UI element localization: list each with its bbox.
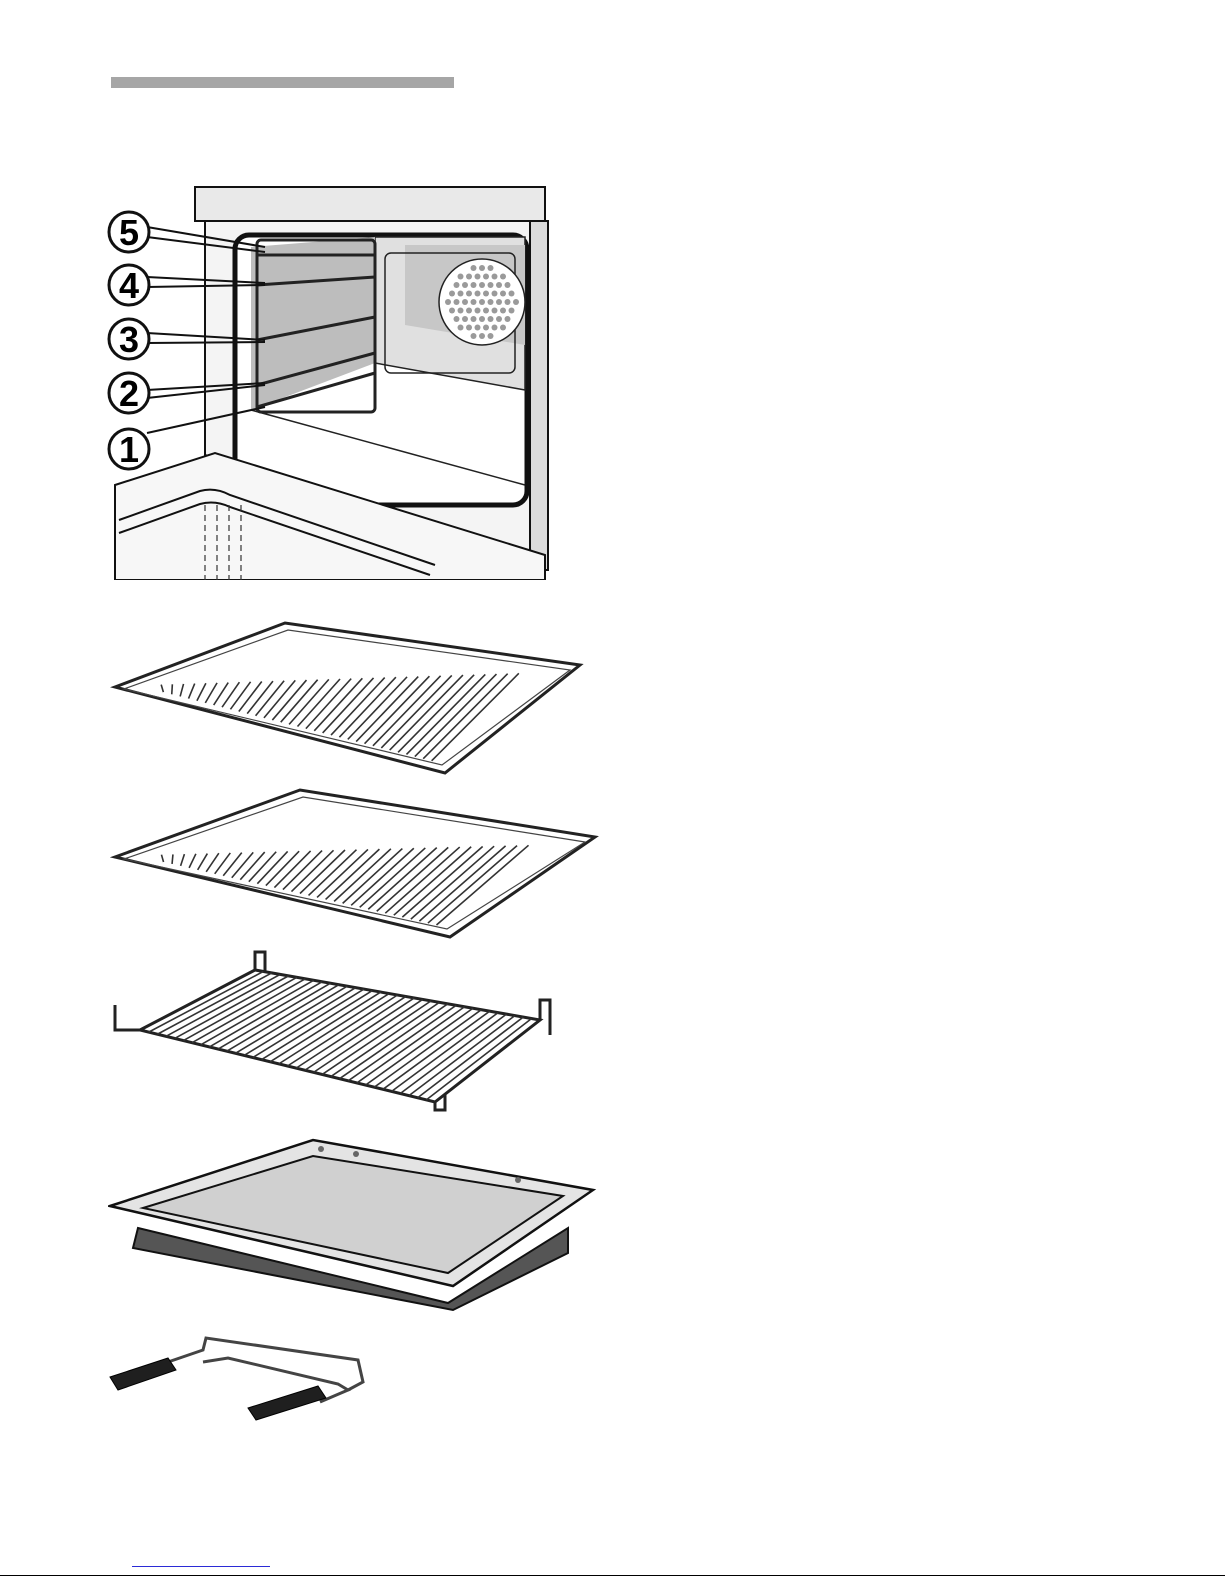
footer-rule — [0, 1575, 1225, 1576]
shelf-callouts: 5 4 3 2 1 — [109, 212, 149, 470]
oven-interior-illustration: 5 4 3 2 1 — [105, 185, 555, 580]
shelf-label-5: 5 — [119, 212, 139, 253]
tray-puller-svg — [108, 1332, 373, 1422]
wire-rack-illustration-2 — [110, 785, 600, 945]
tray-puller-illustration — [108, 1332, 373, 1422]
grill-rack-svg — [105, 950, 565, 1115]
shelf-label-3: 3 — [119, 319, 139, 360]
footer-link-underline[interactable] — [132, 1566, 270, 1567]
baking-tray-svg — [108, 1138, 598, 1313]
shelf-label-1: 1 — [119, 429, 139, 470]
wire-rack-svg-2 — [110, 785, 600, 945]
wire-rack-illustration — [110, 615, 590, 780]
baking-tray-illustration — [108, 1138, 598, 1313]
wire-rack-svg-1 — [110, 615, 590, 780]
shelf-label-4: 4 — [119, 265, 139, 306]
oven-interior-svg: 5 4 3 2 1 — [105, 185, 555, 580]
grill-rack-illustration — [105, 950, 565, 1115]
shelf-label-2: 2 — [119, 373, 139, 414]
section-heading-bar — [111, 77, 454, 88]
